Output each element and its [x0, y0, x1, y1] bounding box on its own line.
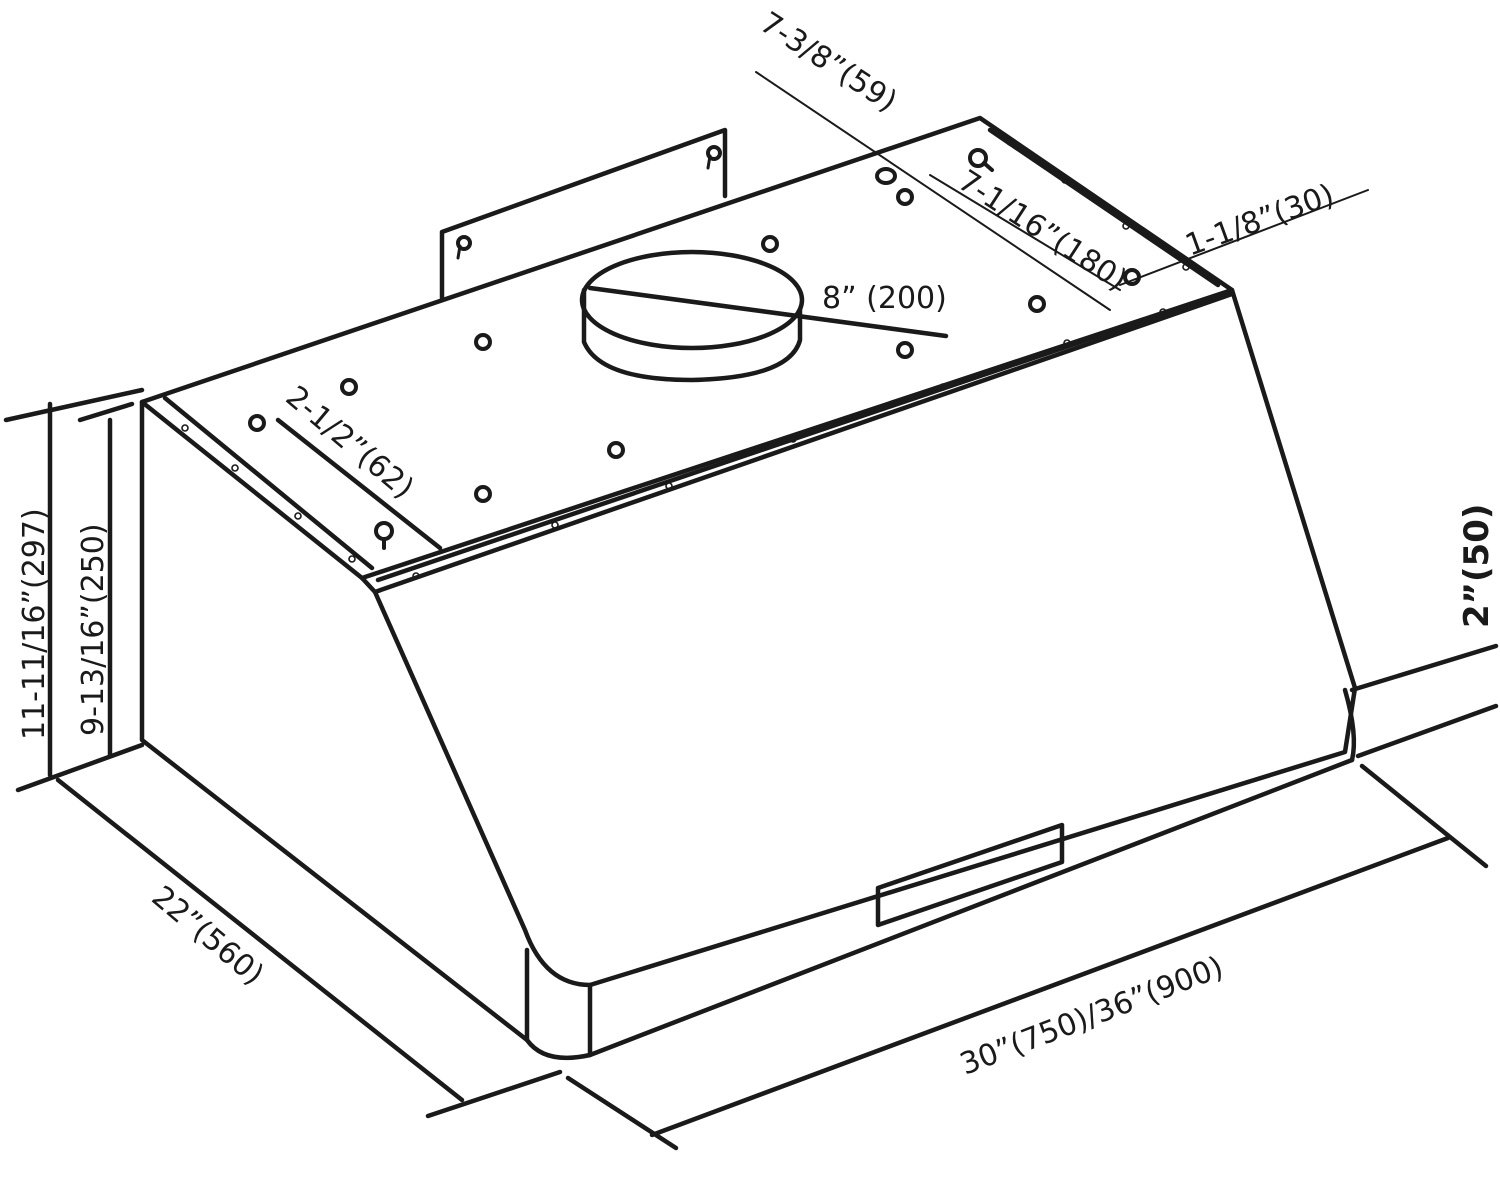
depth-line	[55, 777, 465, 1103]
screw-icon	[789, 435, 797, 443]
hood-top-rim-right	[987, 127, 1221, 288]
hood-front-top-edge	[372, 291, 1235, 595]
screw-icon	[1063, 339, 1071, 347]
width-line	[649, 835, 1451, 1138]
hood-right-bottom	[1342, 687, 1357, 763]
hood-top-rim-front	[162, 395, 375, 571]
hole-icon	[896, 188, 914, 206]
duct-collar	[579, 249, 805, 383]
side-offset-line	[1119, 189, 1369, 286]
keyhole-icon	[968, 148, 994, 172]
screw-icon	[231, 464, 239, 472]
screw-icon	[348, 555, 356, 563]
side-offset-label: 1-1/8”(30)	[1181, 178, 1339, 264]
screw-icon	[665, 482, 673, 490]
range-hood-body	[139, 115, 1358, 1061]
hole-icon	[761, 235, 779, 253]
front-offset-label: 2-1/2”(62)	[279, 379, 420, 506]
width-right-ext	[1359, 763, 1489, 869]
screw-icon	[1061, 176, 1069, 184]
mounting-bracket	[439, 127, 728, 301]
screw-icon	[551, 521, 559, 529]
hole-icon	[474, 485, 492, 503]
rim-screws	[181, 138, 1190, 580]
hole-icon	[607, 441, 625, 459]
top-offset-label: 7-3/8”(59)	[754, 5, 903, 119]
front-lip-label: 2”(50)	[1457, 504, 1497, 628]
duct-diameter-line	[587, 285, 949, 339]
duct-label: 8” (200)	[822, 281, 947, 316]
hood-left-side	[139, 399, 530, 1043]
hole-icon	[875, 167, 897, 185]
screw-icon	[294, 512, 302, 520]
hood-bottom-lip	[524, 757, 1355, 1061]
height-body-label: 9-13/16”(250)	[76, 523, 111, 736]
hole-icon	[896, 341, 914, 359]
rear-offset-line	[929, 174, 1121, 291]
hole-icon	[474, 333, 492, 351]
top-offset-line	[755, 71, 1111, 311]
screw-icon	[1159, 308, 1167, 316]
keyhole-icon	[706, 145, 722, 170]
top-holes	[248, 148, 1141, 550]
duct-side	[581, 287, 803, 383]
screw-icon	[181, 424, 189, 432]
hood-top-rim-rear	[375, 289, 1231, 583]
hole-icon	[340, 378, 358, 396]
height-total-bottom-ext	[15, 742, 145, 793]
hole-icon	[248, 414, 266, 432]
lip-top-ext	[1349, 643, 1499, 693]
screw-icon	[1182, 263, 1190, 271]
dimension-lines	[3, 71, 1499, 1151]
keyhole-icon	[374, 521, 394, 550]
hole-icon	[1028, 295, 1046, 313]
height-total-top-ext	[3, 387, 145, 423]
height-total-label: 11-11/16”(297)	[17, 508, 52, 740]
bracket-plate	[439, 127, 728, 301]
width-left-ext	[565, 1075, 679, 1151]
screw-icon	[1006, 138, 1014, 146]
keyhole-icon	[456, 235, 472, 260]
height-body-top-ext	[77, 401, 135, 423]
screw-icon	[412, 572, 420, 580]
control-panel	[875, 822, 1065, 928]
screw-icon	[1122, 222, 1130, 230]
screw-icon	[939, 383, 947, 391]
front-offset-line	[275, 417, 443, 551]
depth-end-ext	[425, 1069, 563, 1119]
hood-front-face	[359, 287, 1358, 988]
lip-bottom-ext	[1355, 703, 1499, 759]
rear-offset-label: 7-1/16”(180)	[952, 163, 1133, 298]
